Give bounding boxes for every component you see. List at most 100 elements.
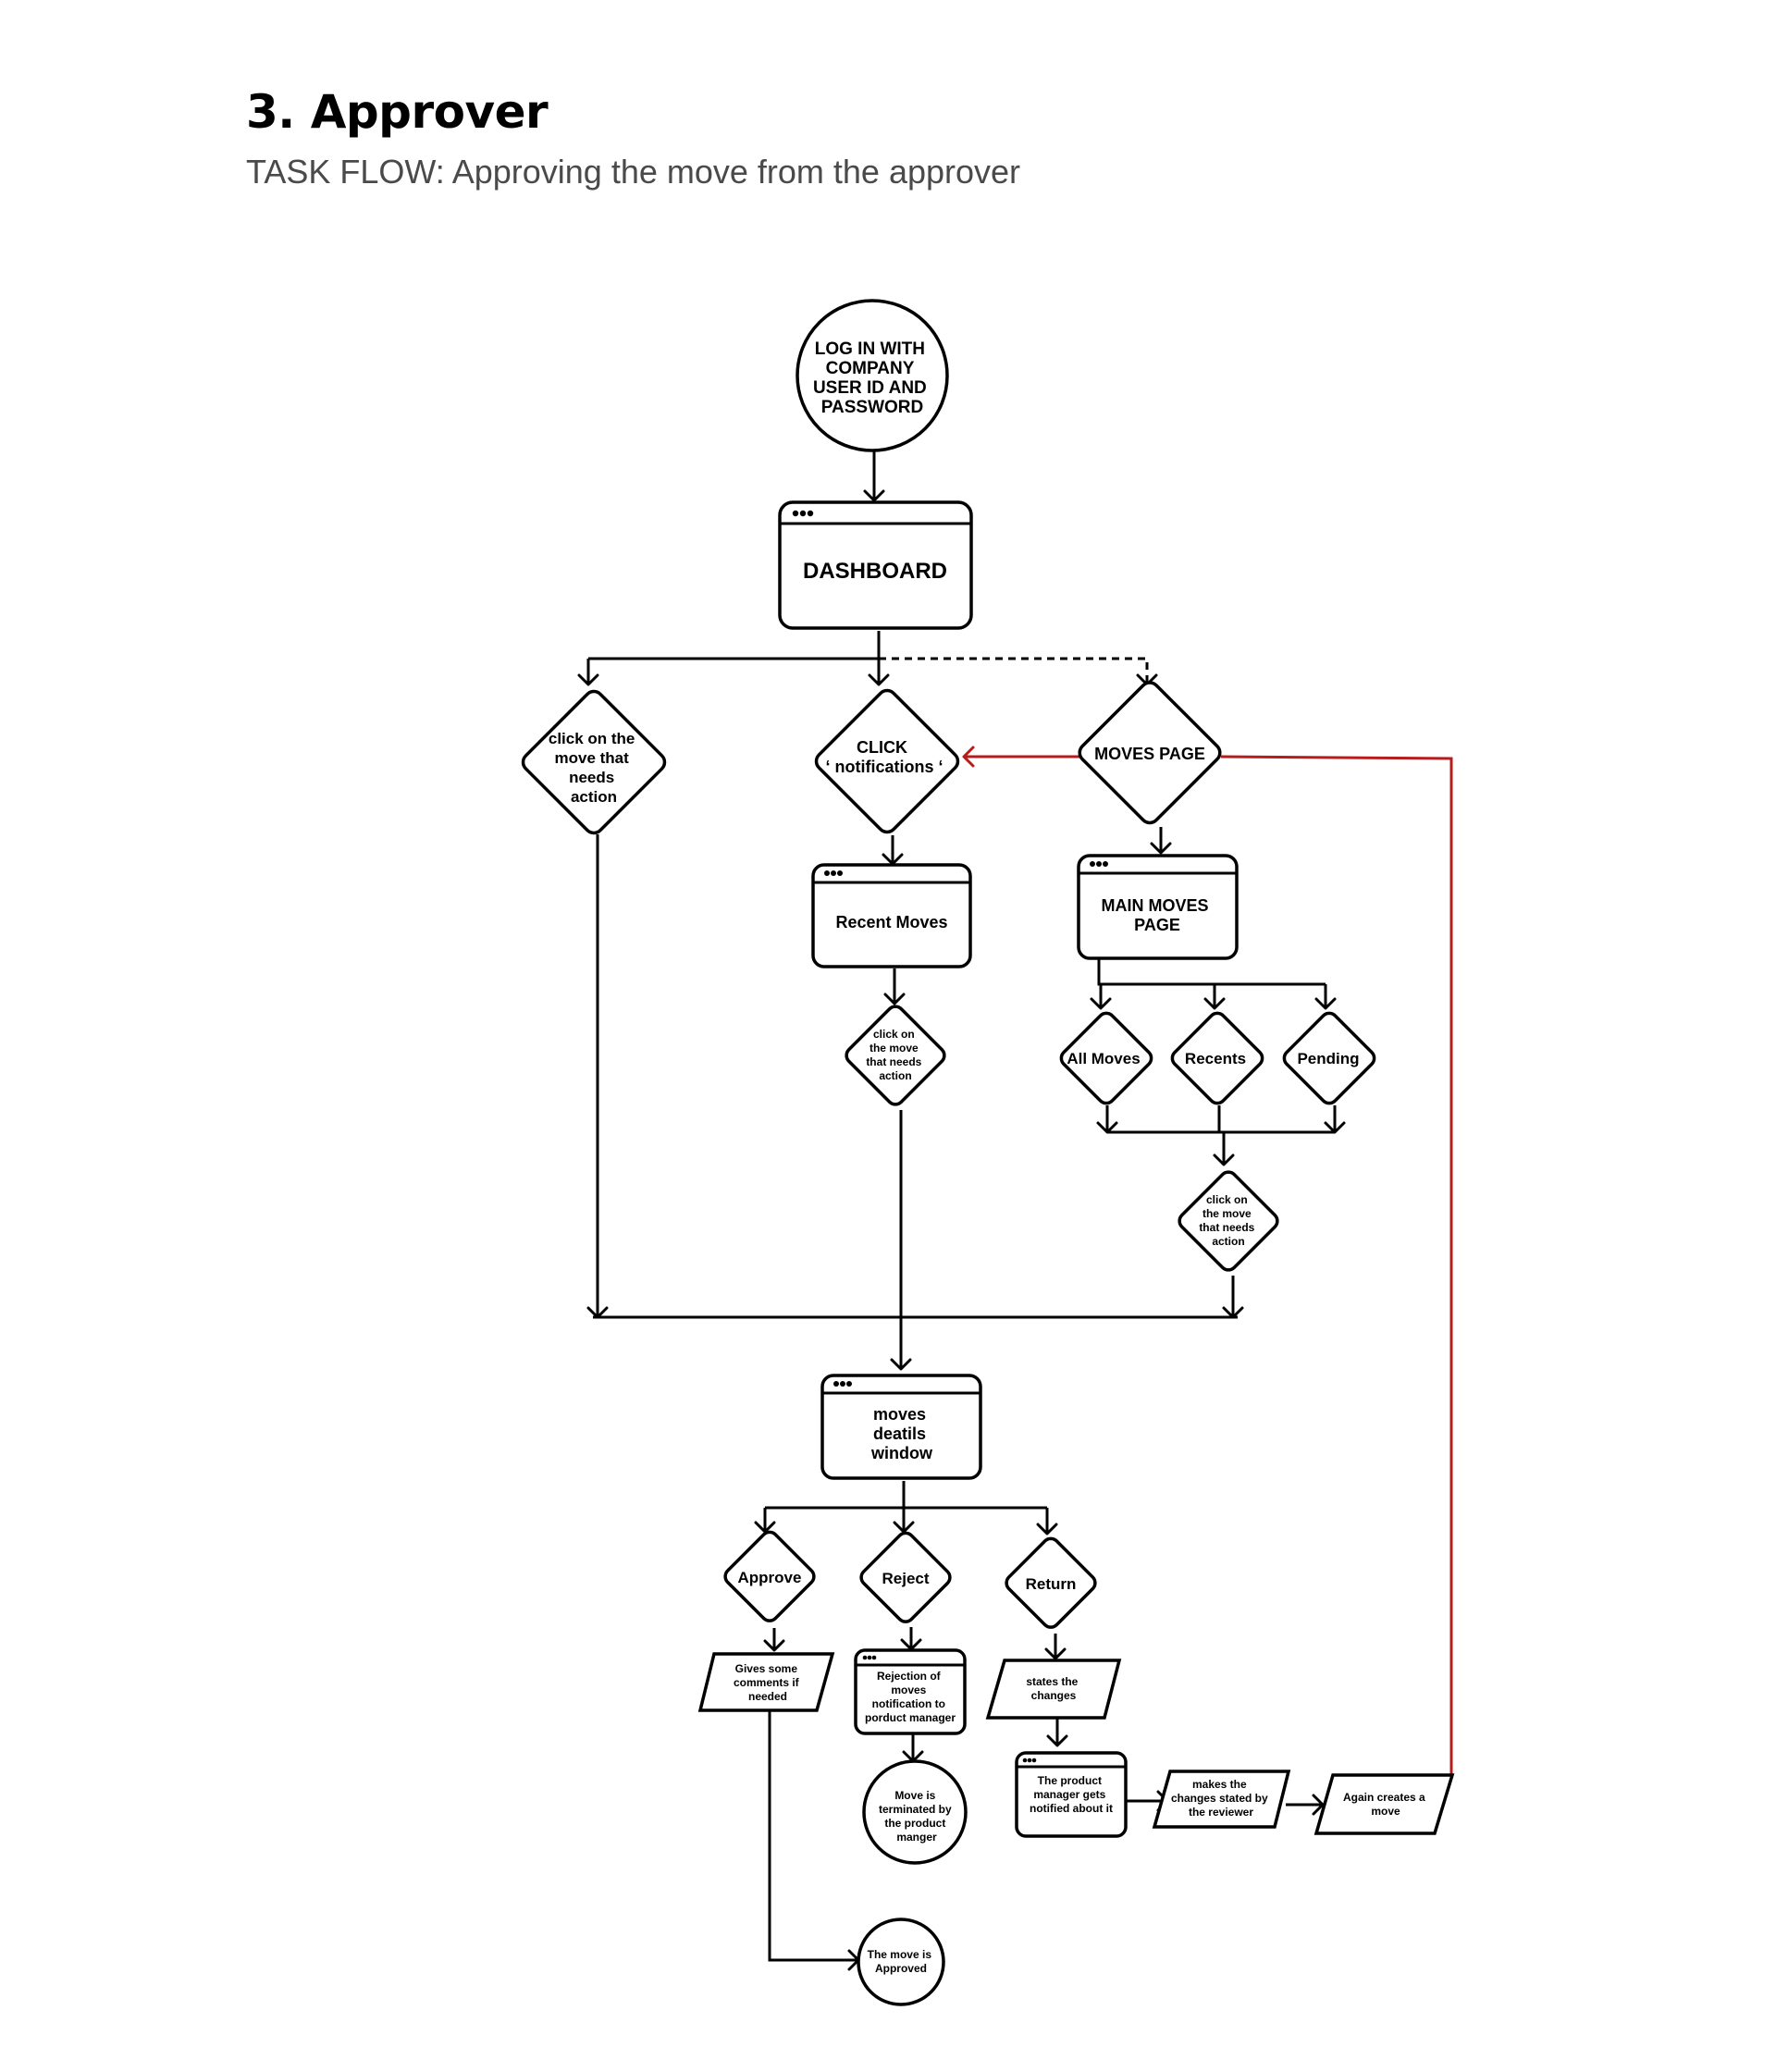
node-makes-changes: makes the changes stated by the reviewer <box>1152 1770 1291 1829</box>
node-rejection-notification: Rejection of moves notification to pordu… <box>854 1648 967 1735</box>
click-move-right-line-2: the move <box>1202 1207 1252 1220</box>
click-move-mid-line-1: click on <box>873 1028 915 1041</box>
click-notifications-line-2: ‘ notifications ‘ <box>825 758 943 776</box>
login-line-1: LOG IN WITH <box>815 339 925 359</box>
click-move-left-line-2: move that <box>554 749 629 767</box>
svg-text:moves deatils wind: moves deatils window <box>870 1405 933 1462</box>
node-recent-moves: Recent Moves <box>811 863 972 968</box>
approve-label: Approve <box>738 1569 802 1586</box>
node-move-approved: The move is Approved <box>857 1918 945 2006</box>
connector-main-options <box>1097 958 1326 986</box>
pm-notified-line-2: manager gets <box>1033 1788 1105 1801</box>
node-login: LOG IN WITH COMPANY USER ID AND PASSWORD <box>796 299 949 452</box>
node-moves-page: MOVES PAGE <box>1078 681 1222 825</box>
click-move-mid-line-2: the move <box>870 1042 919 1054</box>
click-notifications-line-1: CLICK <box>857 738 907 757</box>
arrowhead <box>883 993 906 1005</box>
reject-label: Reject <box>882 1570 929 1587</box>
node-again-creates: Again creates a move <box>1314 1773 1455 1835</box>
pm-notified-line-3: notified about it <box>1030 1802 1113 1815</box>
connector-options-merge <box>1105 1105 1337 1134</box>
approved-line-1: The move is <box>868 1948 932 1961</box>
svg-text:Again creates a move: Again creates a move <box>1343 1791 1428 1818</box>
again-creates-line-2: move <box>1371 1805 1400 1818</box>
window-dot-icon <box>871 1655 877 1660</box>
node-all-moves: All Moves <box>1059 1011 1153 1105</box>
approved-line-2: Approved <box>875 1962 927 1975</box>
terminated-line-1: Move is <box>894 1789 935 1802</box>
window-dot-icon <box>1031 1758 1037 1763</box>
login-line-4: PASSWORD <box>821 398 923 417</box>
node-main-moves-page: MAIN MOVES PAGE <box>1077 854 1239 960</box>
window-dot-icon <box>862 1655 868 1660</box>
rejection-line-4: porduct manager <box>865 1711 956 1724</box>
arrowhead <box>1090 997 1112 1010</box>
svg-text:Move is terminated by: Move is terminated by the product manger <box>879 1789 955 1844</box>
node-click-move-mid: click on the move that needs action <box>845 1005 946 1106</box>
terminated-line-2: terminated by <box>879 1803 952 1816</box>
arrowhead <box>1312 1794 1325 1816</box>
svg-text:CLICK ‘ notifications ‘: CLICK ‘ notifications ‘ <box>825 738 943 776</box>
window-dot-icon <box>833 1381 839 1387</box>
click-move-right-line-1: click on <box>1206 1193 1248 1206</box>
click-move-left-line-3: needs <box>569 769 614 786</box>
feedback-loop-connector <box>1220 755 1453 1777</box>
arrowhead <box>1150 842 1172 855</box>
node-dashboard: DASHBOARD <box>778 500 973 630</box>
node-click-move-left: click on the move that needs action <box>521 689 667 835</box>
node-reject: Reject <box>859 1531 952 1623</box>
window-dot-icon <box>1090 861 1095 867</box>
svg-text:Rejection of moves: Rejection of moves notification to pordu… <box>865 1670 956 1724</box>
arrowhead <box>1324 1121 1346 1134</box>
click-move-right-line-3: that needs <box>1199 1221 1254 1234</box>
arrowhead <box>1314 997 1337 1010</box>
svg-text:The move is Approved: The move is Approved <box>868 1948 935 1975</box>
moves-details-line-1: moves <box>873 1405 926 1424</box>
svg-text:click on the move: click on the move that needs action <box>1199 1193 1257 1248</box>
states-changes-line-1: states the <box>1026 1675 1078 1688</box>
connector-comments-approved <box>768 1710 858 1962</box>
click-move-mid-line-4: action <box>879 1069 911 1082</box>
rejection-line-1: Rejection of <box>877 1670 942 1683</box>
pm-notified-line-1: The product <box>1038 1774 1102 1787</box>
click-move-left-line-1: click on the <box>549 730 635 747</box>
svg-text:LOG IN WITH COMPANY: LOG IN WITH COMPANY USER ID AND PASSWORD <box>813 339 931 417</box>
node-moves-details: moves deatils window <box>820 1374 982 1480</box>
login-line-2: COMPANY <box>826 359 915 378</box>
rejection-line-2: moves <box>891 1684 926 1696</box>
window-dot-icon <box>799 510 807 517</box>
window-dot-icon <box>840 1381 845 1387</box>
node-recents: Recents <box>1170 1011 1264 1105</box>
window-dot-icon <box>792 510 799 517</box>
svg-text:Gives some comments if: Gives some comments if needed <box>734 1662 802 1703</box>
svg-text:The product manager gets: The product manager gets notified about … <box>1030 1774 1113 1815</box>
connectors <box>577 451 1453 1971</box>
svg-text:states the changes: states the changes <box>1026 1675 1080 1702</box>
node-return: Return <box>1005 1536 1097 1629</box>
terminated-line-4: manger <box>896 1831 937 1844</box>
again-creates-line-1: Again creates a <box>1343 1791 1425 1804</box>
login-line-3: USER ID AND <box>813 378 927 398</box>
arrowhead <box>1036 1523 1058 1536</box>
feedback-arrowhead <box>962 746 975 768</box>
recent-moves-label: Recent Moves <box>835 913 947 931</box>
node-click-move-right: click on the move that needs action <box>1178 1170 1279 1272</box>
window-dot-icon <box>1027 1758 1032 1763</box>
window-dot-icon <box>807 510 814 517</box>
window-dot-icon <box>831 870 836 876</box>
gives-comments-line-1: Gives some <box>735 1662 798 1675</box>
moves-page-label: MOVES PAGE <box>1094 745 1205 763</box>
all-moves-label: All Moves <box>1067 1050 1140 1067</box>
node-gives-comments: Gives some comments if needed <box>697 1652 835 1712</box>
arrowhead <box>890 1358 912 1371</box>
gives-comments-line-2: comments if <box>734 1676 800 1689</box>
arrowhead <box>1096 1121 1118 1134</box>
recents-label: Recents <box>1185 1050 1246 1067</box>
makes-changes-line-1: makes the <box>1192 1778 1247 1791</box>
moves-details-line-3: window <box>870 1444 933 1462</box>
dashboard-label: DASHBOARD <box>803 559 947 584</box>
page-subtitle: TASK FLOW: Approving the move from the a… <box>246 153 1021 191</box>
return-label: Return <box>1026 1575 1077 1593</box>
arrowhead <box>1213 1153 1235 1166</box>
